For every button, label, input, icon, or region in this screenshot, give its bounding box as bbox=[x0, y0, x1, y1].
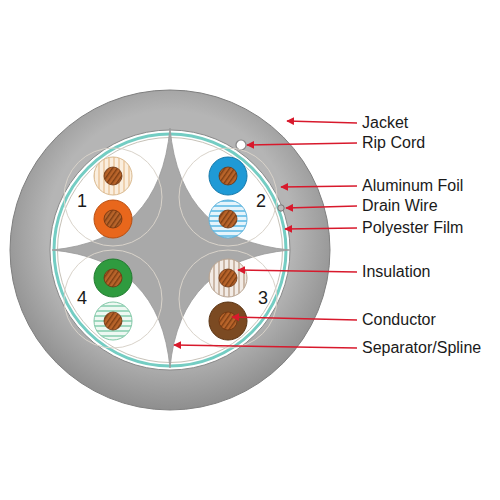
part-label: Separator/Spline bbox=[362, 339, 481, 357]
insulations bbox=[94, 157, 247, 340]
callout-number: 2 bbox=[256, 192, 266, 212]
part-label: Drain Wire bbox=[362, 197, 438, 215]
part-label: Aluminum Foil bbox=[362, 177, 463, 195]
jacket bbox=[10, 90, 330, 410]
callout-number: 1 bbox=[77, 192, 87, 212]
part-label: Jacket bbox=[362, 114, 408, 132]
callout-number: 4 bbox=[77, 289, 87, 309]
callout-number: 3 bbox=[258, 289, 268, 309]
part-label: Insulation bbox=[362, 263, 431, 281]
conductors bbox=[104, 167, 237, 330]
part-label: Polyester Film bbox=[362, 219, 463, 237]
separator-spline bbox=[52, 128, 290, 368]
pair-outlines bbox=[64, 148, 277, 348]
leader-lines bbox=[174, 121, 357, 348]
part-label: Conductor bbox=[362, 311, 436, 329]
part-label: Rip Cord bbox=[362, 134, 425, 152]
drain-wire bbox=[278, 205, 284, 211]
